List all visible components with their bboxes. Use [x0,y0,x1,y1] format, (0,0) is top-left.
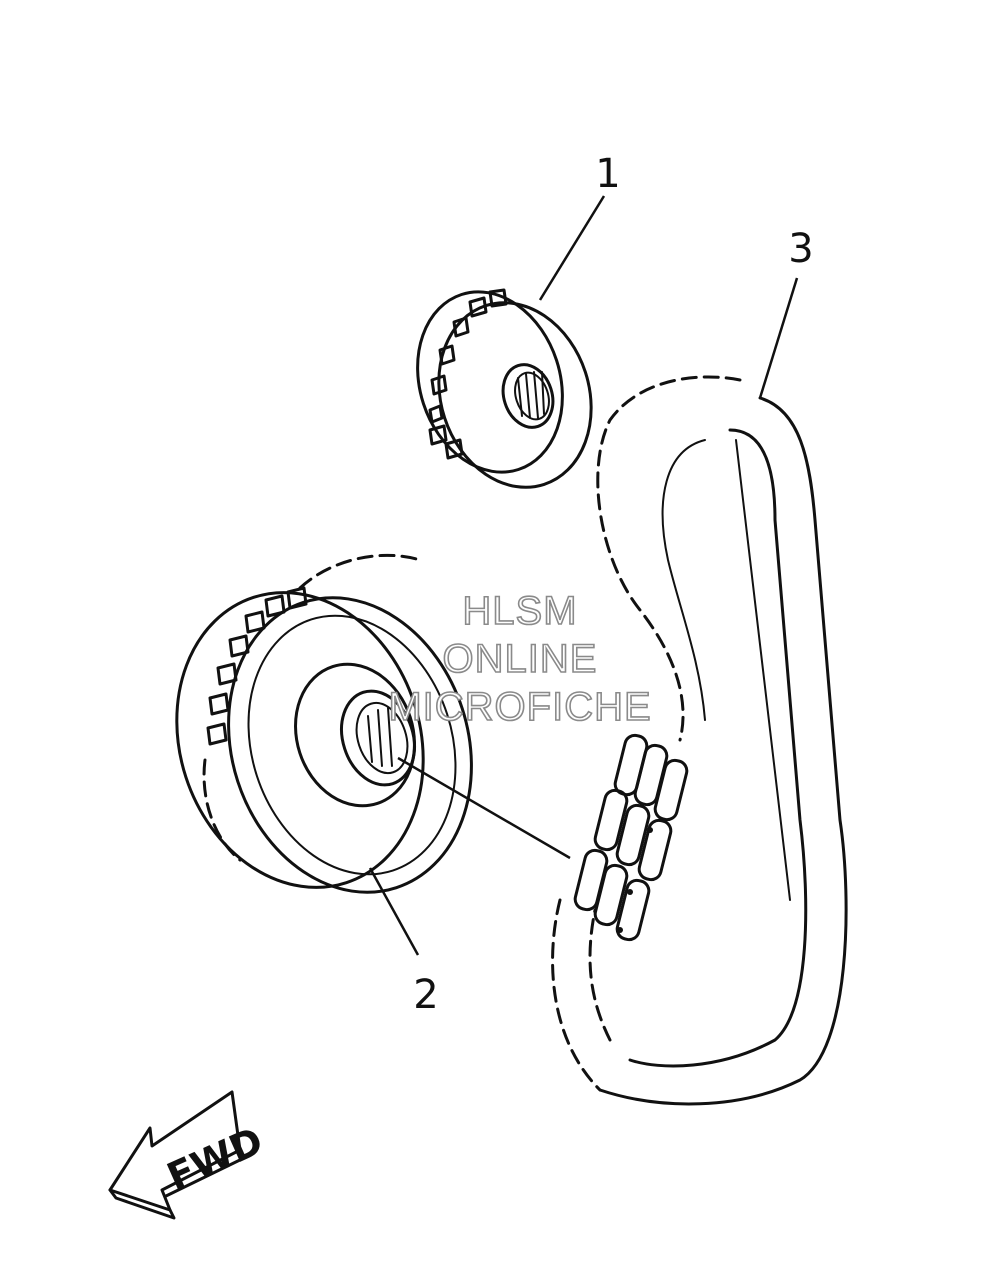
callout-1-leader [538,195,606,301]
watermark: HLSM ONLINE MICROFICHE [388,588,652,730]
callout-2-leader [368,867,420,956]
watermark-line-3: MICROFICHE [388,685,651,729]
belt-teeth [573,733,689,942]
watermark-line-1: HLSM [462,589,577,633]
small-pulley[interactable] [395,273,614,507]
forward-arrow-icon: FWD [108,1090,269,1220]
large-pulley[interactable] [140,553,509,924]
callout-3-leader [758,277,799,399]
callout-2: 2 [413,972,438,1018]
callout-1: 1 [595,151,620,197]
timing-belt[interactable] [551,375,848,1106]
watermark-line-2: ONLINE [443,637,598,681]
mesh-leader-line [397,756,571,860]
callout-3: 3 [788,226,813,272]
